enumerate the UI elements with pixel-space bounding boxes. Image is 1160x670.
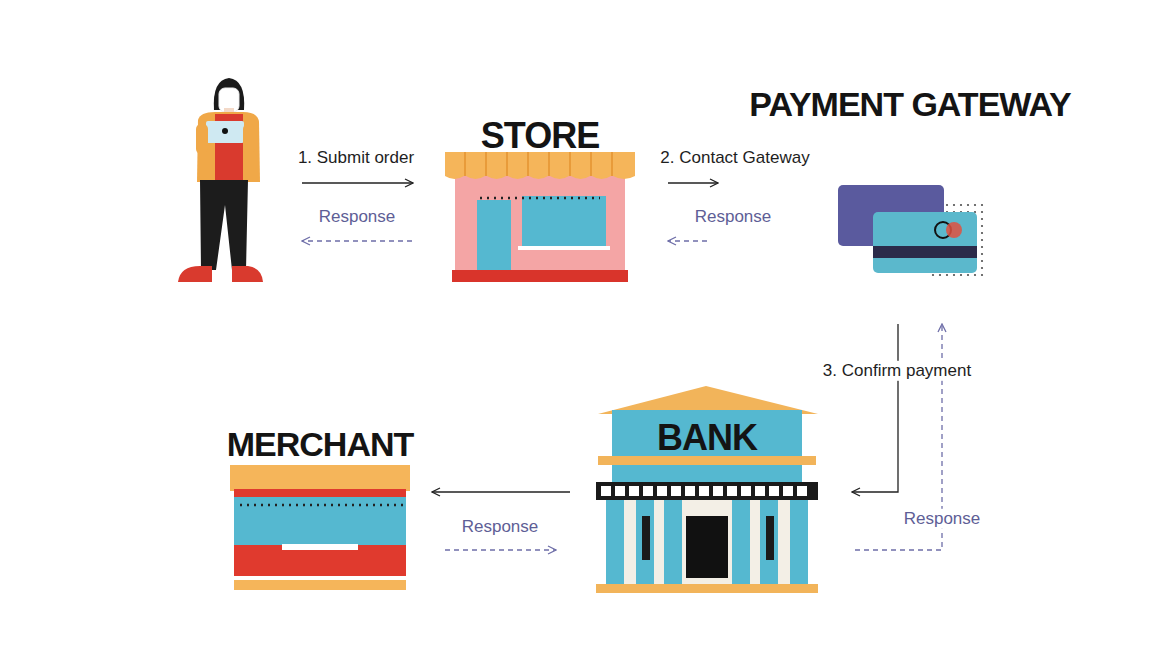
cards-illustration <box>838 185 985 280</box>
merchant-illustration <box>230 465 410 590</box>
gateway-node: PAYMENT GATEWAY <box>743 84 1077 284</box>
edge-label: Response <box>900 509 985 529</box>
bank-illustration <box>596 386 818 593</box>
store-illustration <box>445 152 635 282</box>
store-node: STORE <box>440 112 640 284</box>
node-heading: MERCHANT <box>220 426 420 463</box>
submit-arrow <box>302 182 413 183</box>
response-connector <box>668 240 707 241</box>
request-connector <box>668 182 718 183</box>
edge-label: 2. Contact Gateway <box>656 148 813 168</box>
request-connector <box>852 324 898 492</box>
edge-label: Response <box>691 207 776 227</box>
step-label: 1. Submit order <box>294 148 418 168</box>
merchant-node: MERCHANT <box>220 422 420 592</box>
node-heading: BANK <box>617 418 797 458</box>
edge-label: Response <box>458 517 543 537</box>
node-heading: STORE <box>440 116 640 156</box>
edge-label: 3. Confirm payment <box>819 361 975 381</box>
response-label: Response <box>315 207 400 227</box>
request-connector <box>432 491 570 492</box>
person-figure <box>178 78 263 282</box>
response-connector <box>445 549 556 550</box>
bank-node: BANK <box>592 384 822 594</box>
response-arrow <box>302 240 412 241</box>
node-heading: PAYMENT GATEWAY <box>749 86 1071 123</box>
